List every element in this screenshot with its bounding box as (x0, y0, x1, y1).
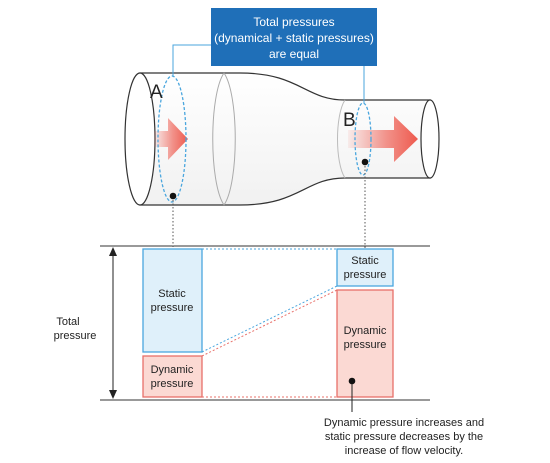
point-a-label: A (150, 82, 163, 103)
callout-box (211, 8, 377, 66)
pipe-outlet-edge (420, 99, 440, 179)
callout-line-3: are equal (269, 47, 319, 61)
flow-arrow-icon (154, 118, 188, 160)
flow-arrow-icon (348, 116, 418, 162)
point-b-static-label-2: pressure (344, 269, 387, 281)
section-b-outline (354, 102, 372, 176)
axis-label-line-2: pressure (54, 330, 97, 342)
pipe-section-line (337, 99, 346, 179)
note-line-3: increase of flow velocity. (345, 445, 463, 457)
section-a-outline (157, 75, 187, 203)
point-a-static-label: Static (158, 288, 186, 300)
axis-arrowhead-down-icon (109, 390, 117, 399)
point-a-dynamic-label-2: pressure (151, 378, 194, 390)
note-pointer-dot (348, 377, 356, 385)
callout-connector-a (172, 44, 211, 76)
point-b-dynamic-label: Dynamic (344, 325, 387, 337)
point-a-static-bar (142, 248, 203, 353)
point-a-dynamic-bar (142, 355, 203, 398)
point-b-static-bar (336, 248, 394, 287)
note-line-2: static pressure decreases by the (325, 431, 483, 443)
static-bottom-connector (201, 285, 338, 353)
note-line-1: Dynamic pressure increases and (324, 417, 484, 429)
axis-label-line-1: Total (56, 316, 79, 328)
dynamic-top-connector (201, 289, 338, 357)
pipe-section-line (223, 72, 236, 206)
pipe (124, 72, 440, 206)
point-a-dot (169, 192, 177, 200)
point-b-static-label: Static (351, 255, 379, 267)
point-b-label: B (343, 110, 356, 131)
point-b-dot (361, 158, 369, 166)
point-b-dynamic-bar (336, 289, 394, 398)
point-a-static-label-2: pressure (151, 302, 194, 314)
callout-line-1: Total pressures (253, 15, 334, 29)
axis-arrowhead-up-icon (109, 247, 117, 256)
point-b-dynamic-label-2: pressure (344, 339, 387, 351)
point-a-dynamic-label: Dynamic (151, 364, 194, 376)
pipe-section-line (212, 72, 225, 206)
callout-line-2: (dynamical + static pressures) (214, 31, 374, 45)
